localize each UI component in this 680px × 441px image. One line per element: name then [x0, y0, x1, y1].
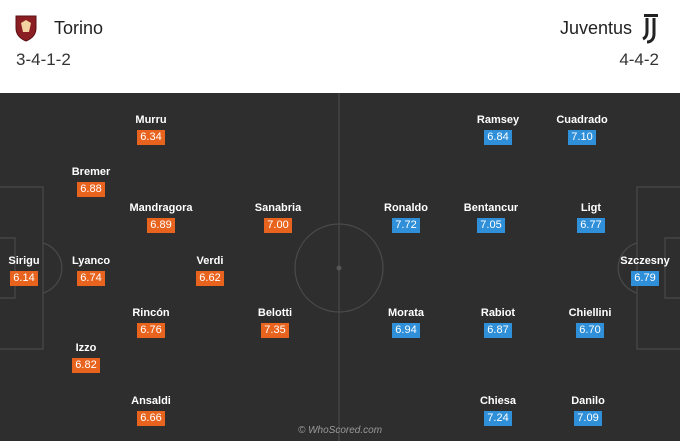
- away-team-name: Juventus: [559, 18, 632, 38]
- pitch-markings: [0, 93, 680, 441]
- pitch: Sirigu 6.14 Bremer 6.88 Lyanco 6.74 Izzo…: [0, 93, 680, 441]
- rating-badge: 7.24: [484, 411, 512, 426]
- player-sirigu[interactable]: Sirigu 6.14: [2, 255, 46, 286]
- home-team-name: Torino: [54, 18, 104, 38]
- rating-badge: 7.05: [477, 218, 505, 233]
- player-ansaldi[interactable]: Ansaldi 6.66: [121, 395, 181, 426]
- player-name: Cuadrado: [556, 114, 608, 126]
- player-rincon[interactable]: Rincón 6.76: [121, 307, 181, 338]
- player-ronaldo[interactable]: Ronaldo 7.72: [371, 202, 441, 233]
- player-ramsey[interactable]: Ramsey 6.84: [463, 114, 533, 145]
- player-name: Szczesny: [620, 255, 670, 267]
- player-name: Izzo: [75, 342, 97, 354]
- player-name: Chiellini: [568, 307, 612, 319]
- player-name: Sanabria: [254, 202, 302, 214]
- player-name: Sirigu: [8, 255, 40, 267]
- player-name: Morata: [387, 307, 425, 319]
- player-rabiot[interactable]: Rabiot 6.87: [463, 307, 533, 338]
- player-lyanco[interactable]: Lyanco 6.74: [61, 255, 121, 286]
- rating-badge: 6.70: [576, 323, 604, 338]
- rating-badge: 6.14: [10, 271, 38, 286]
- player-name: Rincón: [132, 307, 170, 319]
- player-name: Mandragora: [129, 202, 193, 214]
- rating-badge: 6.89: [147, 218, 175, 233]
- player-name: Ramsey: [476, 114, 520, 126]
- player-name: Murru: [135, 114, 167, 126]
- rating-badge: 6.79: [631, 271, 659, 286]
- rating-badge: 6.76: [137, 323, 165, 338]
- player-izzo[interactable]: Izzo 6.82: [61, 342, 111, 373]
- rating-badge: 6.94: [392, 323, 420, 338]
- away-formation: 4-4-2: [619, 50, 659, 69]
- home-formation: 3-4-1-2: [16, 50, 71, 69]
- player-name: Chiesa: [479, 395, 517, 407]
- rating-badge: 6.34: [137, 130, 165, 145]
- rating-badge: 7.09: [574, 411, 602, 426]
- player-name: Verdi: [196, 255, 224, 267]
- player-name: Danilo: [571, 395, 605, 407]
- player-name: Bentancur: [463, 202, 519, 214]
- player-belotti[interactable]: Belotti 7.35: [242, 307, 308, 338]
- player-name: Ronaldo: [384, 202, 428, 214]
- match-header: Torino 3-4-1-2 Juventus 4-4-2: [0, 0, 680, 93]
- rating-badge: 6.66: [137, 411, 165, 426]
- rating-badge: 6.62: [196, 271, 224, 286]
- player-bremer[interactable]: Bremer 6.88: [61, 166, 121, 197]
- player-chiesa[interactable]: Chiesa 7.24: [463, 395, 533, 426]
- rating-badge: 6.88: [77, 182, 105, 197]
- player-name: Ligt: [580, 202, 602, 214]
- torino-crest-icon: [15, 15, 37, 42]
- whoscored-credit: © WhoScored.com: [297, 425, 383, 436]
- player-danilo[interactable]: Danilo 7.09: [553, 395, 623, 426]
- rating-badge: 6.84: [484, 130, 512, 145]
- player-sanabria[interactable]: Sanabria 7.00: [245, 202, 311, 233]
- player-mandragora[interactable]: Mandragora 6.89: [123, 202, 199, 233]
- rating-badge: 7.72: [392, 218, 420, 233]
- player-name: Rabiot: [480, 307, 516, 319]
- player-bentancur[interactable]: Bentancur 7.05: [453, 202, 529, 233]
- player-verdi[interactable]: Verdi 6.62: [180, 255, 240, 286]
- rating-badge: 6.87: [484, 323, 512, 338]
- player-chiellini[interactable]: Chiellini 6.70: [555, 307, 625, 338]
- player-name: Ansaldi: [131, 395, 171, 407]
- rating-badge: 6.74: [77, 271, 105, 286]
- rating-badge: 7.10: [568, 130, 596, 145]
- player-ligt[interactable]: Ligt 6.77: [556, 202, 626, 233]
- player-cuadrado[interactable]: Cuadrado 7.10: [547, 114, 617, 145]
- player-name: Bremer: [71, 166, 111, 178]
- rating-badge: 6.82: [72, 358, 100, 373]
- rating-badge: 7.35: [261, 323, 289, 338]
- player-morata[interactable]: Morata 6.94: [371, 307, 441, 338]
- player-szczesny[interactable]: Szczesny 6.79: [612, 255, 678, 286]
- juventus-crest-icon: [642, 14, 658, 44]
- player-name: Lyanco: [71, 255, 111, 267]
- rating-badge: 6.77: [577, 218, 605, 233]
- rating-badge: 7.00: [264, 218, 292, 233]
- player-name: Belotti: [257, 307, 293, 319]
- player-murru[interactable]: Murru 6.34: [121, 114, 181, 145]
